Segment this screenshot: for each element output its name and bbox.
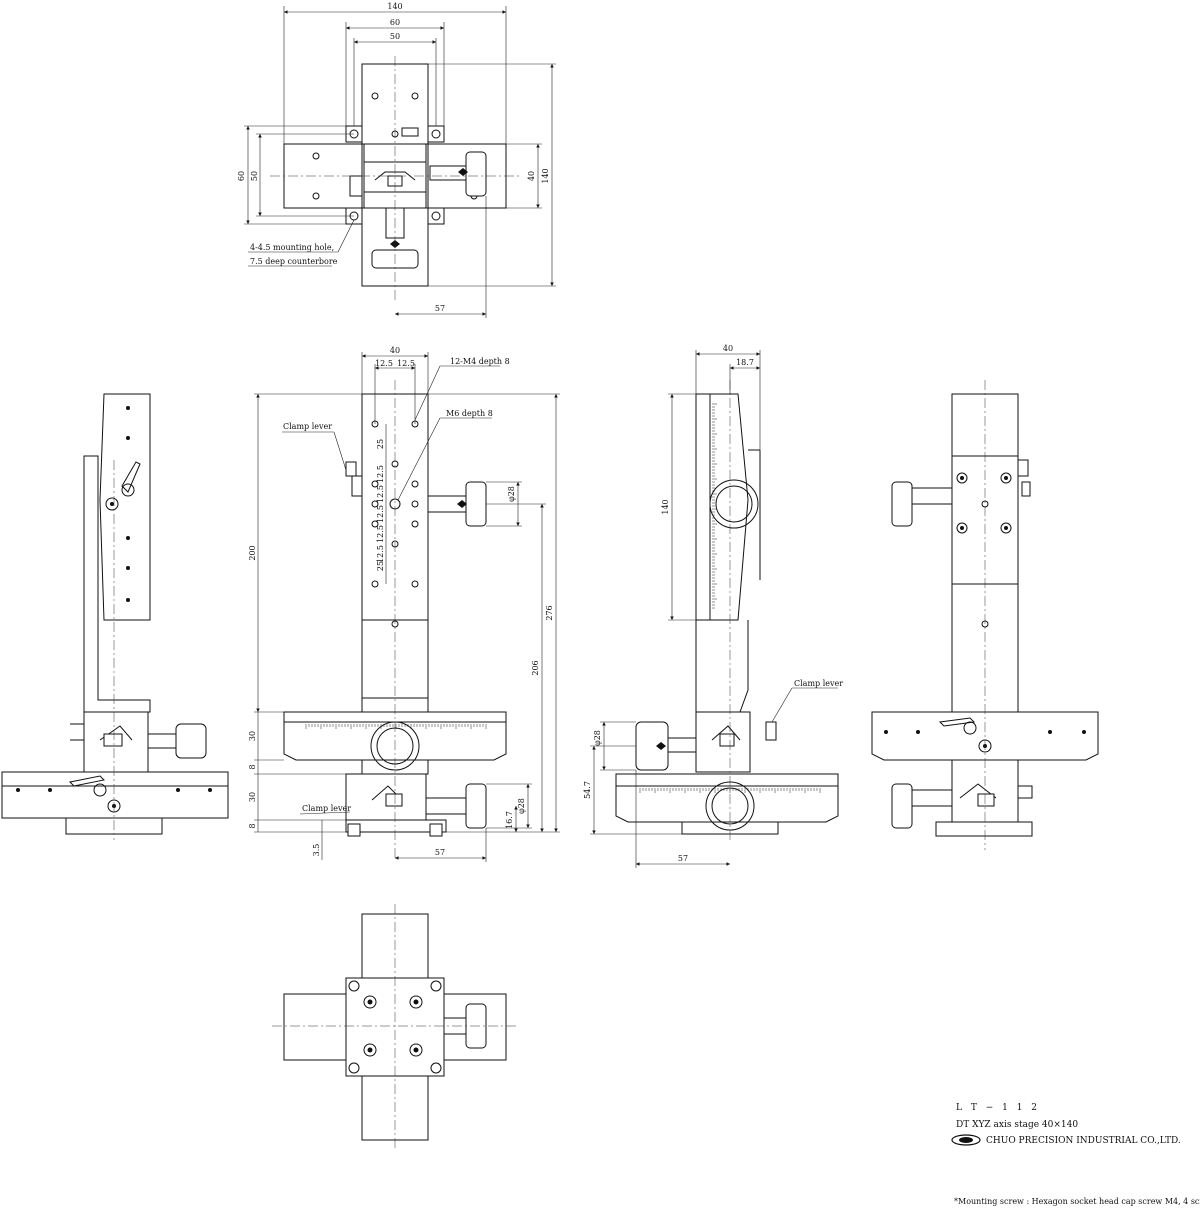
dim-front-v25-bottom: 25 [376,561,385,571]
dim-front-h8-a: 8 [248,764,257,769]
dim-front-h16-7: 16.7 [505,811,514,829]
knob-icon [175,723,207,759]
knob-icon [465,481,487,527]
dim-top-upper-width: 60 [390,18,400,27]
dim-front-pitch-a: 12.5 [375,359,393,368]
top-view-dimensions: 140 60 50 60 50 40 140 57 [237,2,556,318]
dim-front-knob-dia-top: φ28 [507,486,516,502]
front-view-dimensions: 40 12.5 12.5 12-M4 depth 8 M6 depth 8 25… [248,346,560,862]
right-view-x-stage [615,773,839,823]
dim-right-knob-dia: φ28 [593,730,602,746]
label-clamp-lever-bottom: Clamp lever [302,804,351,813]
dim-top-bottom-offset: 57 [435,304,445,313]
front-view-x-stage [283,711,507,761]
tapped-hole-icon [126,406,130,602]
left-view-z-plate [99,393,151,621]
mounting-hole-note-line2: 7.5 deep counterbore [250,257,338,266]
rear-view-x-stage [871,711,1099,761]
knob-icon [891,783,913,829]
dim-right-height: 140 [661,499,670,514]
dim-front-pitch-b: 12.5 [397,359,415,368]
right-view-z-plate [695,393,749,621]
dim-front-height-200: 200 [248,545,257,560]
dim-front-width: 40 [390,346,400,355]
title-block: L T − 1 1 2 DT XYZ axis stage 40×140 CHU… [951,1103,1181,1146]
knob-icon [891,481,913,527]
front-view: 40 12.5 12.5 12-M4 depth 8 M6 depth 8 25… [248,346,560,862]
top-view: 140 60 50 60 50 40 140 57 [237,2,556,318]
left-side-view [1,393,229,840]
dim-top-left-inner: 50 [250,171,259,181]
dim-top-right-overall: 140 [541,168,550,183]
dim-front-bottom-57: 57 [435,848,445,857]
knob-icon [465,783,487,829]
dim-right-width: 40 [723,344,733,353]
mounting-hole-icon [348,980,442,1074]
right-side-view: 40 18.7 140 φ28 54.7 57 Clamp lever [583,344,843,868]
dim-top-left-height: 60 [237,171,246,181]
dim-top-upper-inner: 50 [390,32,400,41]
right-view-dimensions: 40 18.7 140 φ28 54.7 57 [583,344,761,868]
left-view-bracket [83,455,151,713]
rear-view [871,380,1099,850]
dim-top-right-height: 40 [527,171,536,181]
footnote: *Mounting screw : Hexagon socket head ca… [954,1197,1200,1206]
dim-front-v125-5: 12.5 [376,545,385,563]
tapped-hole-icon [884,730,1086,734]
dim-top-overall-width: 140 [387,2,402,11]
dim-front-h30-b: 30 [248,792,257,802]
model-number: L T − 1 1 2 [956,1103,1040,1113]
dim-front-h206: 206 [531,660,540,675]
tapped-hole-icon [956,472,1012,628]
scale-ticks [712,403,717,609]
dim-front-v25-top: 25 [376,439,385,449]
company-logo-icon [951,1134,981,1146]
dim-right-h54-7: 54.7 [583,781,592,799]
label-clamp-lever-top: Clamp lever [283,422,332,431]
bottom-view [272,904,516,1150]
tapped-hole-icon [16,788,212,792]
dim-front-h276: 276 [545,605,554,620]
dim-front-h8-b: 8 [248,823,257,828]
product-description: DT XYZ axis stage 40×140 [956,1120,1078,1130]
dim-front-v125-2: 12.5 [376,485,385,503]
dim-front-h30-a: 30 [248,731,257,741]
mounting-hole-note-line1: 4-4.5 mounting hole, [250,243,334,252]
rotary-dial [709,479,759,529]
dim-front-h3-5: 3.5 [312,844,321,857]
company-name: CHUO PRECISION INDUSTRIAL CO.,LTD. [986,1136,1181,1146]
label-clamp-lever-right: Clamp lever [794,679,843,688]
dim-front-v125-1: 12.5 [376,465,385,483]
dim-front-knob-dia-bottom: φ28 [517,798,526,814]
dim-front-v125-4: 12.5 [376,525,385,543]
note-center-hole: M6 depth 8 [446,409,493,418]
dim-right-bottom-57: 57 [678,854,688,863]
dim-right-offset: 18.7 [736,358,754,367]
dim-front-v125-3: 12.5 [376,505,385,523]
note-tapped-holes: 12-M4 depth 8 [450,357,510,366]
tapped-hole-icon [363,995,423,1057]
